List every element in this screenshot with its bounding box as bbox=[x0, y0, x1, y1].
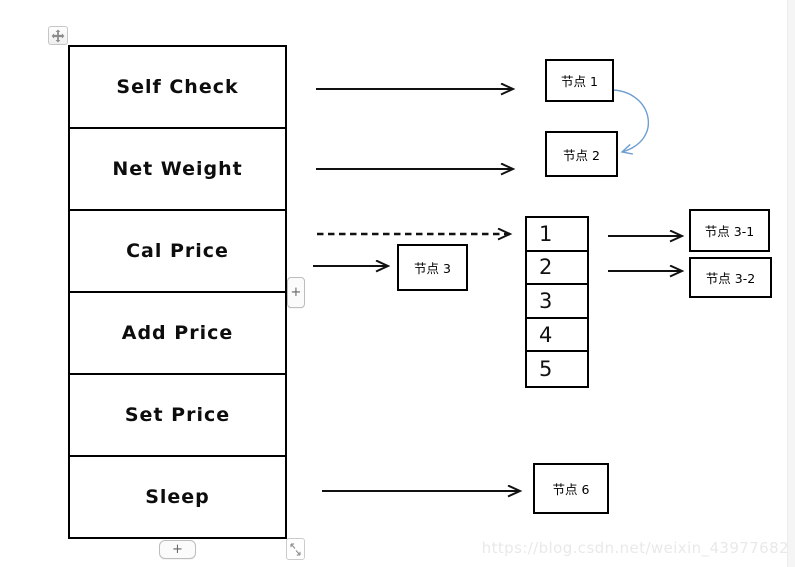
node-3-2-box[interactable]: 节点 3-2 bbox=[689, 257, 772, 298]
node-label: 节点 3-1 bbox=[704, 224, 755, 239]
node-label: 节点 3-2 bbox=[705, 271, 756, 286]
add-column-button[interactable]: + bbox=[287, 277, 305, 308]
flow-row-label: Add Price bbox=[121, 322, 234, 344]
resize-handle[interactable] bbox=[286, 538, 305, 560]
flow-row-set-price[interactable]: Set Price bbox=[70, 375, 285, 457]
flow-row-self-check[interactable]: Self Check bbox=[70, 47, 285, 129]
flow-table[interactable]: Self Check Net Weight Cal Price Add Pric… bbox=[68, 45, 287, 539]
flow-row-label: Sleep bbox=[145, 486, 210, 508]
list-cell-1[interactable]: 1 bbox=[527, 218, 587, 252]
flow-row-label: Net Weight bbox=[112, 158, 243, 180]
flow-row-net-weight[interactable]: Net Weight bbox=[70, 129, 285, 211]
list-cell-4[interactable]: 4 bbox=[527, 319, 587, 353]
numbered-list-box[interactable]: 1 2 3 4 5 bbox=[525, 216, 589, 388]
node-label: 节点 6 bbox=[552, 482, 590, 497]
node-2-box[interactable]: 节点 2 bbox=[545, 131, 618, 177]
add-row-button[interactable]: + bbox=[159, 540, 196, 559]
move-cross-icon bbox=[51, 29, 65, 42]
node-3-box[interactable]: 节点 3 bbox=[397, 244, 468, 291]
curved-arrow-node1-to-node2[interactable] bbox=[612, 89, 650, 152]
move-handle-button[interactable] bbox=[48, 26, 68, 45]
node-label: 节点 2 bbox=[563, 147, 600, 163]
flow-row-label: Set Price bbox=[124, 404, 231, 426]
node-label: 节点 3 bbox=[414, 261, 451, 276]
right-panel-edge bbox=[787, 0, 795, 567]
list-cell-2[interactable]: 2 bbox=[527, 252, 587, 286]
node-label: 节点 1 bbox=[561, 74, 598, 89]
node-6-box[interactable]: 节点 6 bbox=[533, 463, 609, 514]
flow-row-add-price[interactable]: Add Price bbox=[70, 293, 285, 375]
watermark-text: https://blog.csdn.net/weixin_43977682 bbox=[481, 539, 789, 557]
node-3-1-box[interactable]: 节点 3-1 bbox=[689, 209, 770, 252]
list-cell-5[interactable]: 5 bbox=[539, 357, 553, 382]
list-cell-3[interactable]: 3 bbox=[527, 285, 587, 319]
flow-row-sleep[interactable]: Sleep bbox=[70, 457, 285, 537]
node-1-box[interactable]: 节点 1 bbox=[545, 59, 614, 102]
diagonal-resize-icon bbox=[290, 542, 301, 556]
flow-row-label: Cal Price bbox=[126, 240, 229, 262]
flow-row-label: Self Check bbox=[116, 76, 239, 98]
flow-row-cal-price[interactable]: Cal Price bbox=[70, 211, 285, 293]
